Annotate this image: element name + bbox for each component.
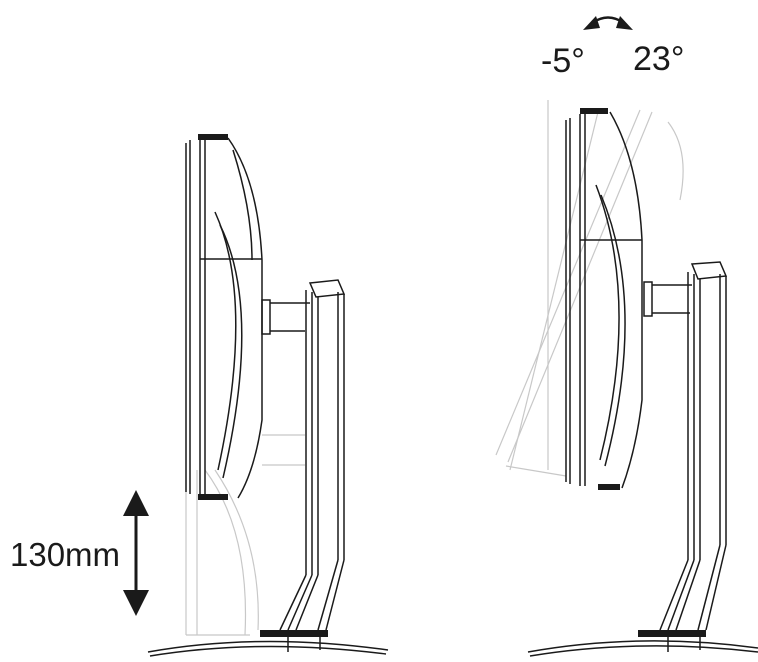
height-adjust-view (123, 134, 389, 657)
height-range-label: 130mm (10, 536, 121, 573)
monitor-side-tilt (565, 108, 643, 490)
hinge-neck (261, 299, 310, 335)
tilt-min-label: -5° (541, 42, 585, 80)
hinge-neck-right (643, 281, 692, 317)
stand-column-left (147, 279, 389, 657)
tilt-max-label: 23° (633, 40, 685, 78)
curved-double-arrow-icon (583, 16, 633, 30)
monitor-side-raised (185, 134, 263, 500)
ghost-monitor-tilted (495, 100, 684, 477)
double-arrow-vertical-icon (123, 490, 149, 616)
stand-column-right (527, 261, 758, 657)
ghost-monitor-lowered (185, 434, 305, 636)
tilt-adjust-view (495, 16, 758, 657)
